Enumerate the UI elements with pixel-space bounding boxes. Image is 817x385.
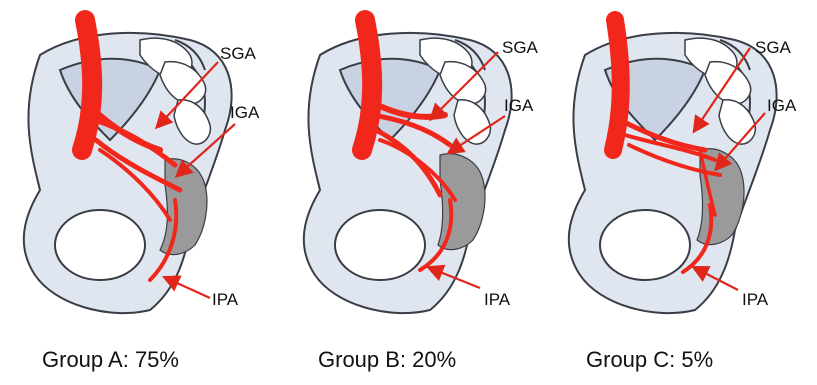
caption-group-a: Group A: 75% [42, 347, 179, 373]
label-sga: SGA [220, 44, 256, 64]
label-iga: IGA [230, 103, 259, 123]
caption-group-c: Group C: 5% [586, 347, 713, 373]
panel-group-b: SGA IGA IPA [280, 0, 552, 340]
caption-group-b: Group B: 20% [318, 347, 456, 373]
panel-group-c: SGA IGA IPA [545, 0, 817, 340]
label-ipa: IPA [742, 290, 768, 310]
label-ipa: IPA [212, 290, 238, 310]
label-ipa: IPA [484, 290, 510, 310]
sacrospinous-ligament [160, 159, 207, 255]
label-sga: SGA [502, 38, 538, 58]
label-sga: SGA [755, 38, 791, 58]
pelvic-bone [569, 33, 777, 313]
label-iga: IGA [504, 96, 533, 116]
label-iga: IGA [767, 96, 796, 116]
sacrospinous-ligament [438, 154, 485, 250]
panel-group-a: SGA IGA IPA [0, 0, 272, 340]
